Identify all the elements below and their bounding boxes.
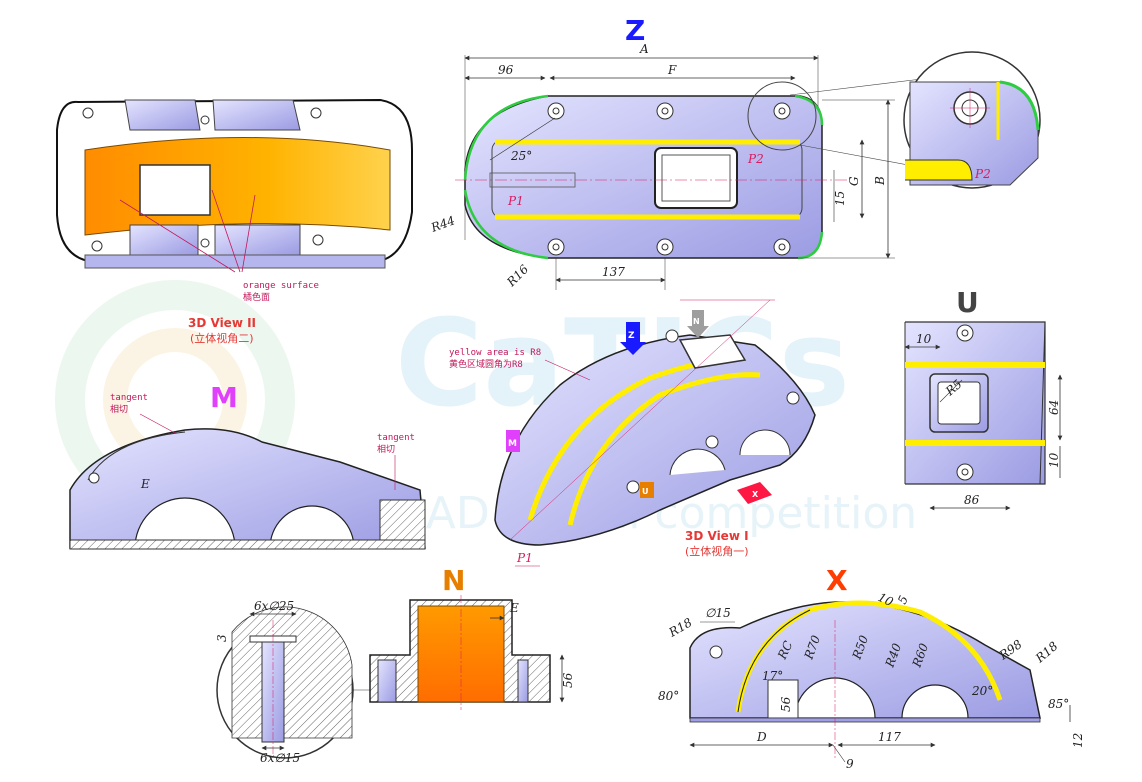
x-dim-r18a: R18	[666, 615, 695, 640]
x-view: X ∅15 R18 RC R70 R50 R40 R60 10 5 R98 R1…	[658, 564, 1085, 771]
x-dim-17deg: 17°	[762, 669, 783, 683]
arrow-n-label: N	[693, 317, 700, 326]
n-view: N 6x∅25 6x∅15 3 E 56	[215, 564, 575, 765]
view-3d-2-title: 3D View II	[188, 316, 256, 330]
x-dim-12: 12	[1071, 733, 1085, 748]
n-view-letter: N	[442, 564, 465, 597]
n-holes-top: 6x∅25	[254, 599, 294, 613]
dim-r44: R44	[428, 213, 457, 235]
u-view-letter: U	[956, 286, 979, 319]
x-dim-9: 9	[846, 757, 854, 771]
x-dim-20deg: 20°	[971, 684, 993, 698]
m-tangent-cn-1: 相切	[110, 403, 128, 415]
x-view-letter: X	[826, 564, 848, 597]
dim-u-10b: 10	[1047, 452, 1061, 468]
dim-96: 96	[498, 63, 514, 77]
arrow-x-label: X	[752, 490, 759, 499]
dim-a: A	[639, 42, 649, 56]
view-3d-1-subtitle: (立体视角一)	[685, 544, 749, 558]
x-dim-56: 56	[779, 696, 793, 712]
arrow-u: U	[640, 482, 654, 498]
x-dim-10: 10	[876, 590, 896, 609]
dim-86: 86	[964, 493, 980, 507]
arrow-x: X	[737, 482, 772, 504]
x-dim-80deg: 80°	[658, 689, 679, 703]
view-3d-1-title: 3D View I	[685, 529, 749, 543]
dim-f: F	[667, 63, 677, 77]
dim-15: 15	[833, 191, 847, 206]
yellow-area-note-cn: 黄色区域圆角为R8	[449, 358, 523, 370]
n-dim-e: E	[509, 601, 519, 615]
dim-64: 64	[1047, 400, 1061, 415]
arrow-m-label: M	[508, 439, 517, 449]
arrow-z-label: Z	[628, 331, 635, 341]
u-view: U 10 R5 64 10 86	[904, 286, 1063, 511]
x-dim-85deg: 85°	[1048, 697, 1069, 711]
z-view-letter: Z	[625, 14, 645, 47]
x-dim-d: D	[756, 730, 767, 744]
n-dim-3: 3	[215, 634, 229, 642]
label-p2: P2	[747, 152, 764, 166]
view-3d-2: orange surface 橘色面 3D View II (立体视角二)	[56, 98, 413, 345]
x-dim-117: 117	[878, 730, 901, 744]
n-holes-bot: 6x∅15	[260, 751, 300, 765]
view-3d-2-subtitle: (立体视角二)	[190, 331, 254, 345]
view-3d-1: yellow area is R8 黄色区域圆角为R8 Z N M U X P1…	[449, 299, 816, 567]
z-view: Z A 96 F 25° P1 P2 R44 R16	[428, 14, 936, 290]
dim-g: G	[847, 176, 861, 186]
arrow-m: M	[506, 430, 520, 452]
view-3d-1-p1: P1	[516, 551, 533, 565]
m-tangent-en-1: tangent	[110, 393, 148, 403]
dim-b: B	[873, 176, 887, 186]
m-view: M tangent 相切 tangent 相切 E	[69, 381, 426, 550]
label-p1: P1	[507, 194, 524, 208]
x-dim-r18b: R18	[1032, 639, 1061, 666]
n-dim-56: 56	[561, 672, 575, 688]
arrow-z: Z	[620, 322, 646, 355]
m-view-letter: M	[210, 381, 238, 414]
m-tangent-en-2: tangent	[377, 433, 415, 443]
orange-surface-note-en: orange surface	[243, 281, 319, 291]
arrow-u-label: U	[642, 487, 649, 496]
dim-25deg: 25°	[510, 149, 532, 163]
detail-label-p2: P2	[974, 167, 991, 181]
orange-surface-note-cn: 橘色面	[243, 291, 270, 303]
detail-p2: P2	[903, 51, 1041, 189]
yellow-area-note-en: yellow area is R8	[449, 348, 541, 358]
dim-r16: R16	[504, 262, 532, 290]
dim-u-10a: 10	[916, 332, 932, 346]
m-dim-e: E	[140, 477, 150, 491]
arrow-n: N	[687, 310, 709, 338]
dim-137: 137	[602, 265, 625, 279]
x-dim-phi15: ∅15	[705, 606, 731, 620]
m-tangent-cn-2: 相切	[377, 443, 395, 455]
